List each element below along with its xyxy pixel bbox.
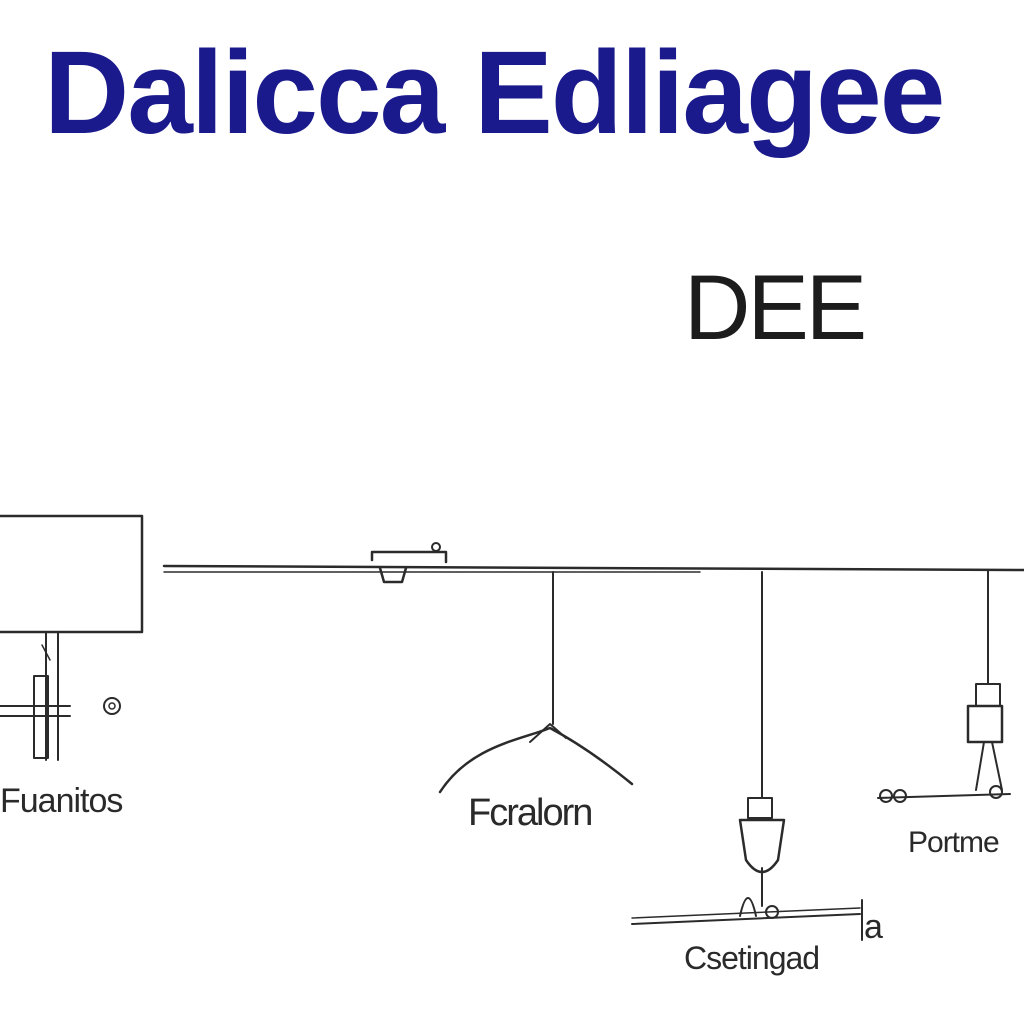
socket-rail [877,785,1011,803]
label-right: Portme [908,826,1000,859]
bus-line [162,564,1024,573]
label-middle: Fcralorn [468,792,593,834]
label-left: Fuanitos [0,782,123,820]
monitor-stand [0,631,71,761]
label-bottom: Csetingad [684,940,820,976]
diagram-title: Dalicca Edliagee [44,27,945,159]
bus-connector [370,542,448,584]
pendant-lamp [738,797,786,907]
plug-socket [966,683,1004,791]
gear-icon [103,697,121,715]
fixture-hook [529,723,567,743]
label-bottom-letter: a [864,908,883,946]
lamp-base-rail [631,897,863,941]
diagram-subtitle: DEE [684,257,867,359]
monitor-box [0,514,144,634]
curved-fixture [438,726,634,794]
